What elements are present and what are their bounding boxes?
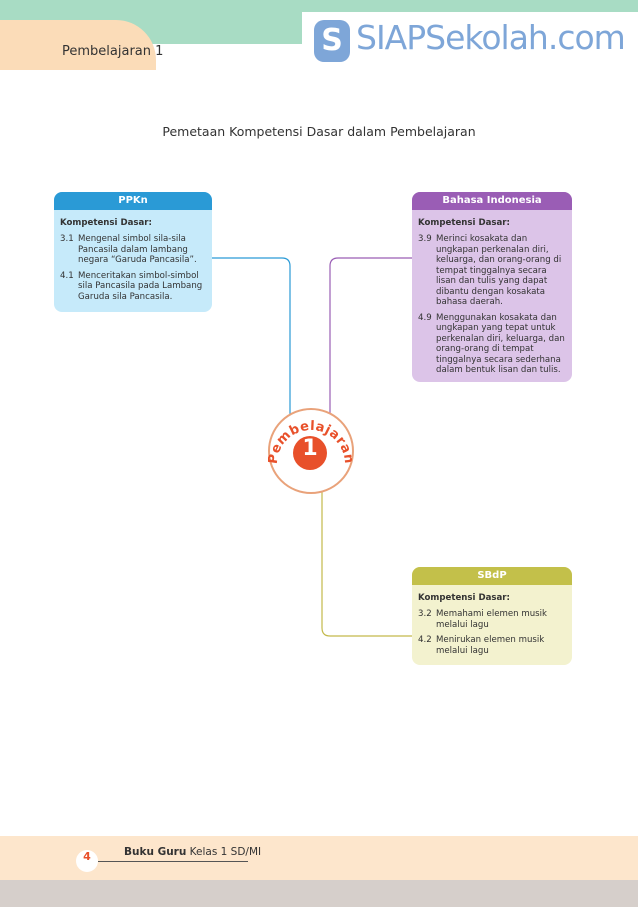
footer-book-bold: Buku Guru	[124, 846, 187, 858]
kd-text: Menceritakan simbol-simbol sila Pancasil…	[78, 270, 203, 302]
connector-bahasa	[329, 257, 412, 420]
kd-text: Menirukan elemen musik melalui lagu	[436, 635, 545, 656]
footer-bottom-band	[0, 880, 638, 907]
chapter-label: Pembelajaran 1	[62, 44, 164, 59]
kd-text: Merinci kosakata dan ungkapan perkenalan…	[436, 234, 562, 307]
kd-item: 3.9 Merinci kosakata dan ungkapan perken…	[418, 234, 566, 308]
card-ppkn: PPKn Kompetensi Dasar: 3.1 Mengenal simb…	[54, 192, 212, 312]
footer-band	[0, 836, 638, 880]
watermark-logo: S SIAPSekolah.com	[302, 12, 638, 70]
kd-item: 3.1 Mengenal simbol sila-sila Pancasila …	[60, 234, 206, 266]
kd-text: Mengenal simbol sila-sila Pancasila dala…	[78, 234, 197, 265]
watermark-text: SIAPSekolah.com	[356, 18, 626, 57]
card-ppkn-title: PPKn	[54, 192, 212, 210]
kd-label: Kompetensi Dasar:	[418, 218, 510, 228]
kd-number: 3.9	[418, 234, 432, 244]
watermark-badge: S	[314, 20, 350, 62]
card-bahasa-title: Bahasa Indonesia	[412, 192, 572, 210]
kd-item: 4.1 Menceritakan simbol-simbol sila Panc…	[60, 271, 206, 303]
kd-number: 3.2	[418, 609, 432, 619]
kd-text: Menggunakan kosakata dan ungkapan yang t…	[436, 312, 565, 376]
footer-book-title: Buku Guru Kelas 1 SD/MI	[124, 846, 261, 858]
page-number: 4	[76, 850, 98, 872]
page-title: Pemetaan Kompetensi Dasar dalam Pembelaj…	[162, 124, 476, 139]
kd-item: 3.2 Memahami elemen musik melalui lagu	[418, 609, 566, 630]
center-number: 1	[293, 436, 327, 470]
kd-item: 4.9 Menggunakan kosakata dan ungkapan ya…	[418, 313, 566, 376]
kd-text: Memahami elemen musik melalui lagu	[436, 609, 548, 630]
kd-number: 3.1	[60, 234, 74, 244]
kd-label: Kompetensi Dasar:	[60, 218, 152, 228]
footer-book-rest: Kelas 1 SD/MI	[186, 846, 262, 858]
kd-number: 4.9	[418, 312, 432, 323]
footer-rule	[98, 861, 248, 862]
kd-number: 4.2	[418, 635, 432, 645]
card-bahasa-indonesia: Bahasa Indonesia Kompetensi Dasar: 3.9 M…	[412, 192, 572, 382]
connector-sbdp	[321, 492, 412, 637]
card-sbdp-title: SBdP	[412, 567, 572, 585]
kd-number: 4.1	[60, 270, 74, 281]
connector-ppkn	[212, 257, 291, 420]
chapter-tab	[0, 20, 156, 70]
kd-item: 4.2 Menirukan elemen musik melalui lagu	[418, 635, 566, 656]
kd-label: Kompetensi Dasar:	[418, 593, 510, 603]
card-sbdp: SBdP Kompetensi Dasar: 3.2 Memahami elem…	[412, 567, 572, 665]
